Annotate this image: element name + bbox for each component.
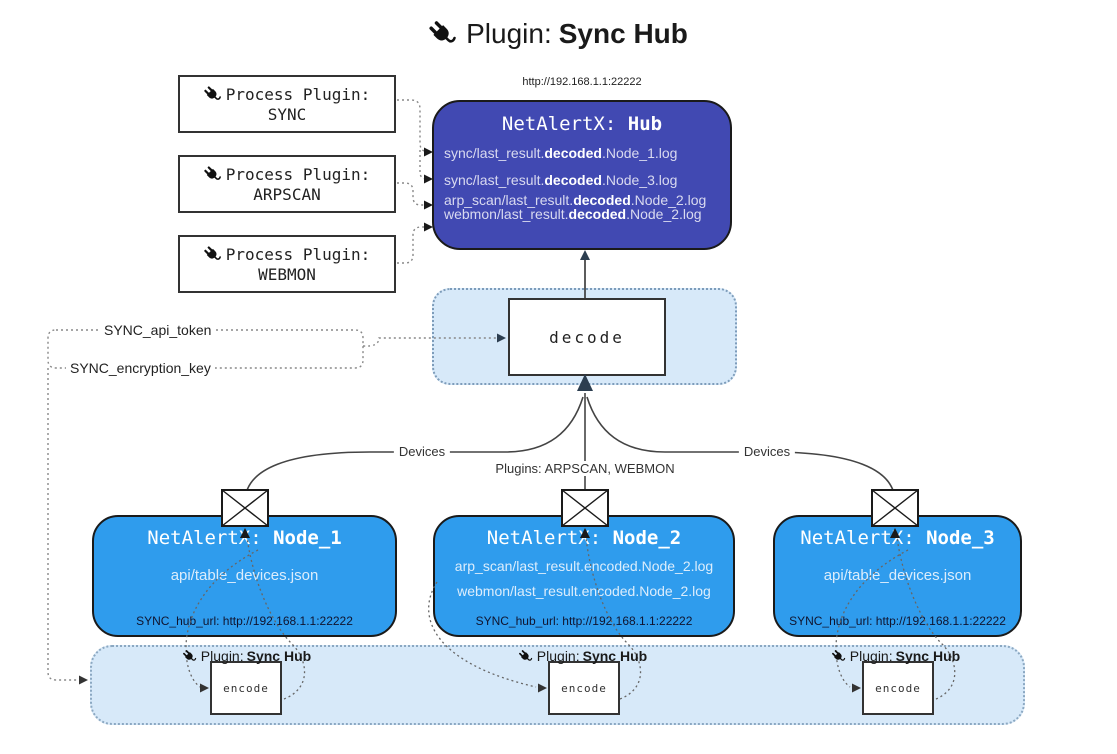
- decode-box: decode: [508, 298, 666, 376]
- hub-url-label: http://192.168.1.1:22222: [522, 76, 642, 88]
- process-to-hub-connectors: [397, 99, 431, 264]
- process-plugin-webmon-box: Process Plugin: WEBMON: [178, 235, 396, 293]
- node-file: api/table_devices.json: [170, 567, 319, 584]
- devices-left-label: Devices: [393, 444, 451, 459]
- process-plugin-arpscan-box: Process Plugin: ARPSCAN: [178, 155, 396, 213]
- page-title-prefix: Plugin:: [466, 18, 552, 49]
- plug-icon: [202, 84, 222, 104]
- sync-encryption-key-label: SYNC_encryption_key: [66, 360, 215, 376]
- page-title: Plugin: Sync Hub: [0, 18, 1117, 50]
- process-plugin-label: Process Plugin:: [225, 84, 371, 104]
- plugins-edge-label: Plugins: ARPSCAN, WEBMON: [490, 461, 680, 476]
- hub-title: NetAlertX: Hub: [434, 113, 730, 135]
- node-file: webmon/last_result.encoded.Node_2.log: [457, 583, 711, 599]
- node-file: api/table_devices.json: [823, 567, 972, 584]
- hub-box: NetAlertX: Hub sync/last_result.decoded.…: [432, 100, 732, 250]
- plug-icon: [427, 18, 458, 50]
- node-hub-url: SYNC_hub_url: http://192.168.1.1:22222: [789, 614, 1006, 628]
- hub-log-line: sync/last_result.decoded.Node_1.log: [444, 145, 678, 161]
- encode-box-3: encode: [862, 661, 934, 715]
- sync-api-token-label: SYNC_api_token: [100, 322, 216, 338]
- devices-right-label: Devices: [738, 444, 796, 459]
- hub-log-line: arp_scan/last_result.decoded.Node_2.log: [444, 192, 707, 208]
- node-hub-url: SYNC_hub_url: http://192.168.1.1:22222: [136, 614, 353, 628]
- encode-box-2: encode: [548, 661, 620, 715]
- encode-section-label-1: Plugin: Sync Hub: [181, 648, 311, 664]
- hub-log-line: webmon/last_result.decoded.Node_2.log: [444, 206, 702, 222]
- encode-section-label-2: Plugin: Sync Hub: [517, 648, 647, 664]
- node-hub-url: SYNC_hub_url: http://192.168.1.1:22222: [475, 614, 693, 628]
- process-plugin-name: SYNC: [267, 104, 307, 124]
- hub-title-name: Hub: [627, 113, 663, 135]
- node-to-decode-curves: [244, 393, 896, 505]
- hub-bottom-arrow-icon: [580, 250, 590, 260]
- node-title: NetAlertX: Node_3: [800, 527, 995, 549]
- node-2-box: NetAlertX: Node_2 arp_scan/last_result.e…: [433, 515, 735, 637]
- hub-title-prefix: NetAlertX:: [501, 113, 617, 135]
- band-input-arrow-icon: [79, 675, 88, 685]
- encode-box-1: encode: [210, 661, 282, 715]
- page-title-name: Sync Hub: [558, 18, 688, 49]
- plug-icon: [202, 244, 222, 264]
- node-file: arp_scan/last_result.encoded.Node_2.log: [454, 558, 714, 574]
- process-plugin-label: Process Plugin:: [225, 164, 371, 184]
- hub-log-line: sync/last_result.decoded.Node_3.log: [444, 172, 678, 188]
- node-1-box: NetAlertX: Node_1 api/table_devices.json…: [92, 515, 397, 637]
- plug-icon: [830, 648, 847, 664]
- plug-icon: [181, 648, 198, 664]
- process-plugin-sync-box: Process Plugin: SYNC: [178, 75, 396, 133]
- process-plugin-name: WEBMON: [258, 264, 316, 284]
- node-3-box: NetAlertX: Node_3 api/table_devices.json…: [773, 515, 1022, 637]
- plug-icon: [517, 648, 534, 664]
- encode-section-label-3: Plugin: Sync Hub: [830, 648, 960, 664]
- process-plugin-label: Process Plugin:: [225, 244, 371, 264]
- node-title: NetAlertX: Node_1: [147, 527, 342, 549]
- node-title: NetAlertX: Node_2: [486, 527, 682, 549]
- plug-icon: [202, 164, 222, 184]
- process-plugin-name: ARPSCAN: [253, 184, 321, 204]
